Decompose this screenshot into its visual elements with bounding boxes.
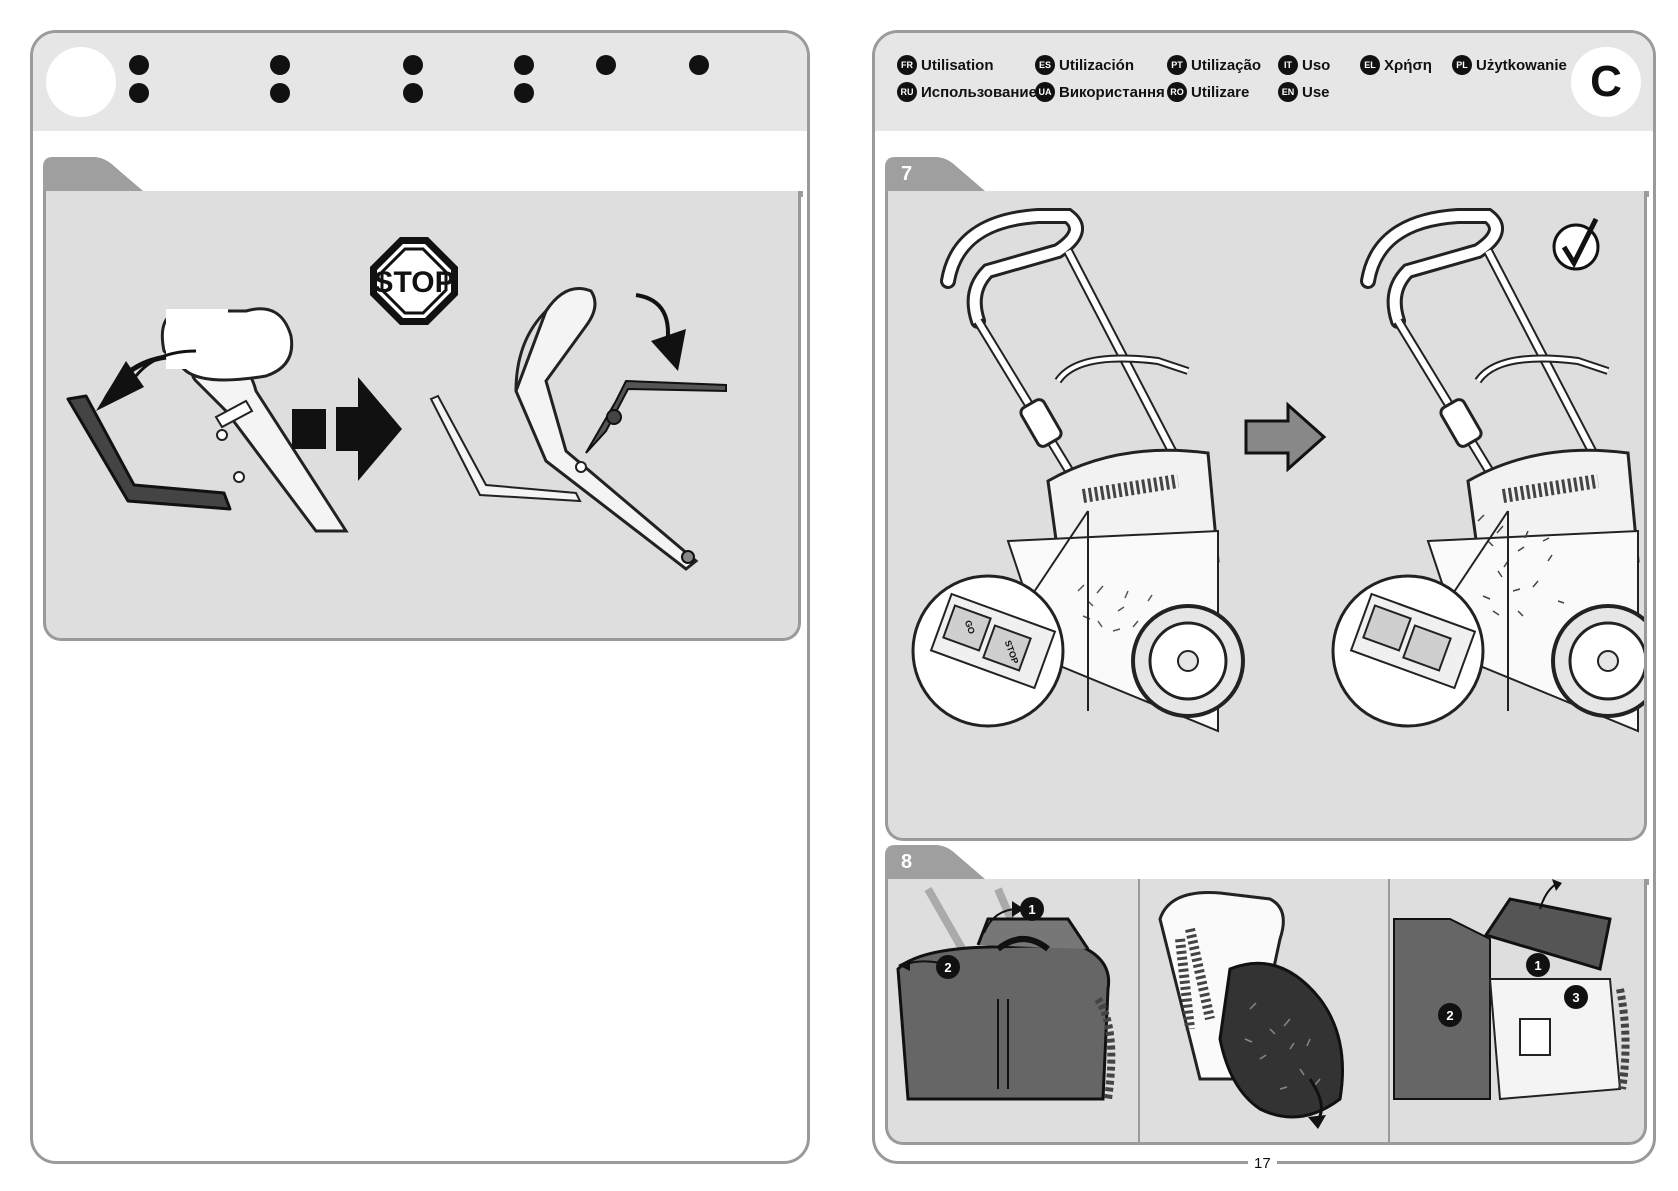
- left-header-band: [33, 33, 807, 131]
- language-label-en: EN Use: [1278, 82, 1330, 102]
- language-dot: [689, 55, 709, 75]
- lang-badge: IT: [1278, 55, 1298, 75]
- language-label-fr: FR Utilisation: [897, 55, 994, 75]
- lang-text: Utilização: [1191, 57, 1261, 74]
- language-label-pt: PT Utilização: [1167, 55, 1261, 75]
- language-label-pl: PL Użytkowanie: [1452, 55, 1567, 75]
- grass-box-removal-illustration: 1 2: [888, 879, 1138, 1139]
- language-label-it: IT Uso: [1278, 55, 1330, 75]
- lang-badge: RU: [897, 82, 917, 102]
- callout-3-latch: 3: [1572, 990, 1579, 1005]
- lang-badge: ES: [1035, 55, 1055, 75]
- section-letter: C: [1571, 47, 1641, 117]
- handle-folding-illustration: STOP: [46, 191, 798, 635]
- language-dot: [403, 55, 423, 75]
- lang-badge: PT: [1167, 55, 1187, 75]
- grass-box-emptying-illustration: [1140, 879, 1388, 1139]
- checkmark-icon: [1554, 219, 1598, 269]
- lang-text: Use: [1302, 84, 1330, 101]
- step8-subpanel-3: 1 2 3: [1390, 879, 1644, 1142]
- step7-number: 7: [901, 163, 912, 186]
- step7-panel: GO STOP: [885, 191, 1647, 841]
- step8-subpanel-2: [1140, 879, 1390, 1142]
- callout-2: 2: [944, 960, 951, 975]
- folded-handle-illustration: [431, 289, 726, 570]
- language-label-el: EL Χρήση: [1360, 55, 1432, 75]
- section-circle-empty: [46, 47, 116, 117]
- mower-after-illustration: [1333, 216, 1644, 731]
- lang-badge: RO: [1167, 82, 1187, 102]
- step8-panel: 1 2: [885, 879, 1647, 1145]
- step8-subpanel-1: 1 2: [888, 879, 1140, 1142]
- lang-text: Utilización: [1059, 57, 1134, 74]
- lang-text: Использование: [921, 84, 1037, 101]
- language-dot: [514, 83, 534, 103]
- step7-illustration: GO STOP: [888, 191, 1644, 835]
- lang-badge: UA: [1035, 82, 1055, 102]
- language-dot: [270, 83, 290, 103]
- language-dot: [596, 55, 616, 75]
- lang-badge: PL: [1452, 55, 1472, 75]
- right-page: FR Utilisation RU Использование ES Utili…: [872, 30, 1656, 1164]
- before-after-arrow-icon: [1246, 405, 1324, 469]
- next-step-arrow-icon: [292, 377, 402, 481]
- left-page: STOP: [30, 30, 810, 1164]
- language-label-ua: UA Використання: [1035, 82, 1165, 102]
- lang-text: Użytkowanie: [1476, 57, 1567, 74]
- lang-text: Χρήση: [1384, 57, 1432, 74]
- language-dot: [514, 55, 534, 75]
- step8-number: 8: [901, 851, 912, 874]
- language-label-es: ES Utilización: [1035, 55, 1134, 75]
- lang-badge: EL: [1360, 55, 1380, 75]
- callout-1: 1: [1028, 902, 1035, 917]
- lang-badge: FR: [897, 55, 917, 75]
- right-header-band: FR Utilisation RU Использование ES Utili…: [875, 33, 1653, 131]
- language-dot: [403, 83, 423, 103]
- lang-text: Використання: [1059, 84, 1165, 101]
- stop-sign-text: STOP: [373, 266, 454, 299]
- lang-text: Utilisation: [921, 57, 994, 74]
- callout-2-box: 2: [1446, 1008, 1453, 1023]
- language-dot: [270, 55, 290, 75]
- lang-text: Utilizare: [1191, 84, 1249, 101]
- page-number: 17: [1248, 1155, 1277, 1172]
- stop-sign-icon: STOP: [370, 237, 458, 325]
- grass-box-lid-illustration: 1 2 3: [1390, 879, 1642, 1139]
- callout-1-lid: 1: [1534, 958, 1541, 973]
- language-label-ro: RO Utilizare: [1167, 82, 1249, 102]
- handle-folding-panel: STOP: [43, 191, 801, 641]
- language-label-ru: RU Использование: [897, 82, 1037, 102]
- language-dot: [129, 55, 149, 75]
- mower-before-illustration: [888, 191, 1243, 835]
- lang-badge: EN: [1278, 82, 1298, 102]
- page-gap: [383, 1158, 411, 1164]
- lang-text: Uso: [1302, 57, 1330, 74]
- language-dot: [129, 83, 149, 103]
